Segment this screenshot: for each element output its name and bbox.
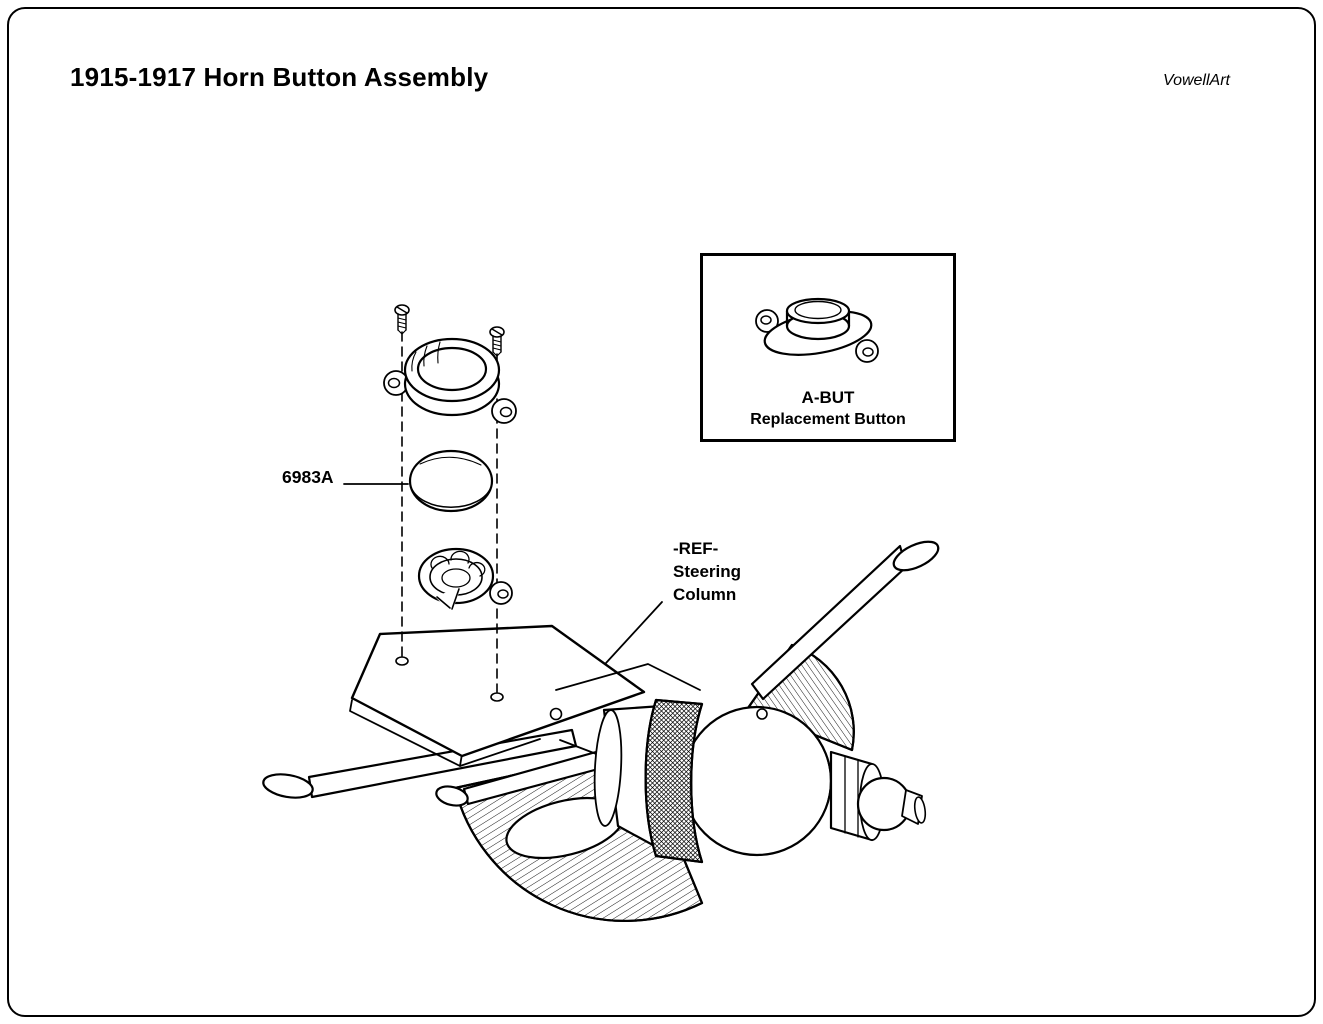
leader-line-ref <box>605 601 663 664</box>
page-title: 1915-1917 Horn Button Assembly <box>70 62 489 92</box>
steering-column-assembly <box>262 331 940 922</box>
artist-signature: VowellArt <box>1163 72 1230 89</box>
ref-label-line-2: Steering <box>673 562 742 581</box>
throttle-lever <box>750 540 940 701</box>
inset-part-name: Replacement Button <box>750 411 906 428</box>
retainer-screw <box>394 304 410 335</box>
inset-caption: A-BUT Replacement Button <box>703 388 953 429</box>
quadrant-plate <box>349 624 646 767</box>
inset-part-code: A-BUT <box>801 388 855 407</box>
part-label-6983a: 6983A <box>282 467 334 487</box>
replacement-button-inset-box: A-BUT Replacement Button <box>700 253 956 442</box>
column-hub <box>555 663 927 864</box>
knurled-ring <box>644 698 704 864</box>
replacement-button-drawing <box>755 297 879 363</box>
shaft-end <box>829 750 927 842</box>
ref-steering-column-label: -REF- Steering Column <box>673 537 741 606</box>
retainer-screw <box>489 326 505 357</box>
horn-button-cap <box>408 449 494 513</box>
ref-label-line-1: -REF- <box>673 539 719 558</box>
lever-arm <box>435 750 604 807</box>
retainer-ring <box>383 337 517 424</box>
plate-hole <box>395 656 409 666</box>
contact-assembly <box>417 547 513 613</box>
ref-label-line-3: Column <box>673 585 737 604</box>
plate-hole <box>490 692 504 702</box>
